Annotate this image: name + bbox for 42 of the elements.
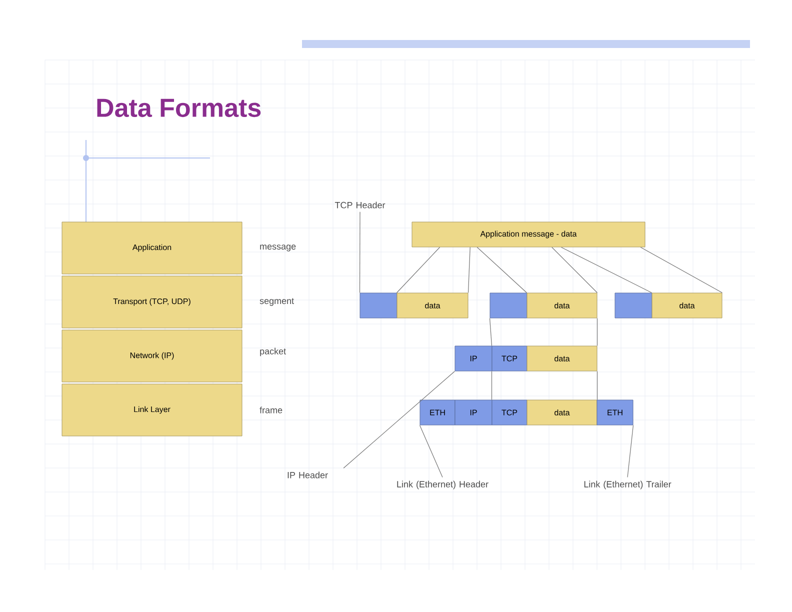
- connector-line: [552, 246, 598, 294]
- connector-line: [596, 318, 598, 346]
- callout-text: TCP Header: [334, 202, 386, 208]
- header-box: TCP: [492, 346, 528, 372]
- leader-line: [419, 424, 443, 478]
- data-box: data: [526, 400, 598, 426]
- layer-box: Link Layer: [62, 384, 242, 436]
- leader-line: [627, 424, 634, 478]
- title: Data Formats: [97, 98, 261, 118]
- leader-line: [359, 212, 360, 294]
- data-box: data: [526, 346, 598, 372]
- layer-box: Application: [62, 222, 242, 274]
- callout-text: IP Header: [288, 472, 328, 478]
- data-box: data: [526, 292, 598, 318]
- connector-line: [396, 246, 440, 294]
- layer-unit-label: frame: [260, 406, 282, 414]
- header-box: IP: [454, 400, 492, 426]
- layer-box: Transport (TCP, UDP): [62, 276, 242, 328]
- connector-line: [596, 370, 598, 400]
- leader-line: [343, 370, 456, 468]
- connector-line: [468, 246, 470, 294]
- header-box: [360, 292, 398, 318]
- header-box: IP: [454, 346, 492, 372]
- connector-line: [491, 370, 492, 400]
- header-box: [490, 292, 528, 318]
- connector-line: [489, 318, 492, 346]
- callout-text: Link (Ethernet) Trailer: [584, 480, 672, 490]
- layer-unit-label: segment: [260, 298, 294, 306]
- callout-text: Link (Ethernet) Header: [397, 480, 488, 490]
- message-box: Application message - data: [412, 222, 646, 248]
- layer-box: Network (IP): [62, 330, 242, 382]
- connector-line: [476, 246, 528, 294]
- layer-unit-label: packet: [260, 348, 286, 356]
- connector-line: [640, 246, 723, 294]
- connector-line: [560, 246, 652, 294]
- data-box: data: [652, 292, 722, 318]
- header-box: [614, 292, 652, 318]
- header-box: TCP: [492, 400, 528, 426]
- data-box: data: [396, 292, 468, 318]
- header-box: ETH: [420, 400, 456, 426]
- header-box: ETH: [596, 400, 634, 426]
- layer-unit-label: message: [260, 244, 296, 252]
